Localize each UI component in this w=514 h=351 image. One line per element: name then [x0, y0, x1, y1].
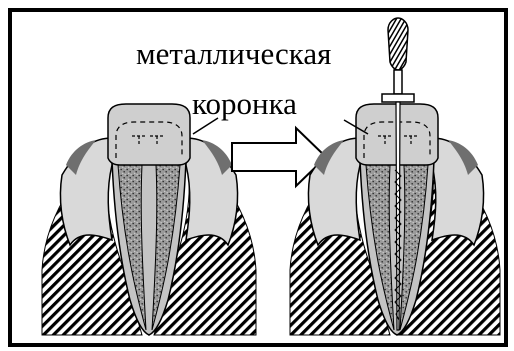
- file-collar: [394, 70, 402, 94]
- metal-crown: [108, 104, 190, 165]
- file-handle-icon: [388, 18, 408, 70]
- file-stopper: [382, 94, 414, 102]
- crown-label-line1: металлическая: [136, 38, 331, 69]
- crown-label-line2: коронка: [192, 88, 297, 119]
